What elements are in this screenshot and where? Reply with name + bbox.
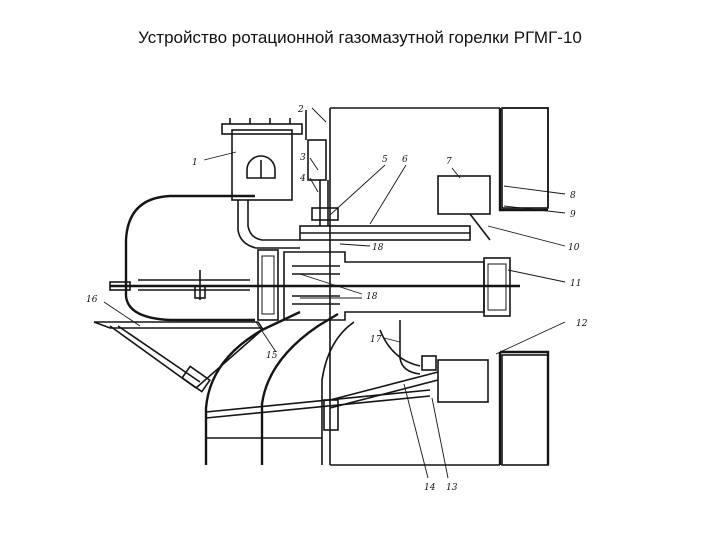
support-bracket bbox=[93, 321, 264, 393]
rotating-cup-assembly bbox=[109, 249, 520, 321]
callout-10: 10 bbox=[568, 243, 580, 253]
callout-4: 4 bbox=[299, 174, 306, 184]
callout-13: 13 bbox=[446, 483, 458, 493]
callout-12: 12 bbox=[576, 319, 588, 329]
callout-9: 9 bbox=[570, 210, 576, 220]
callout-14: 14 bbox=[424, 483, 436, 493]
gas-supply-pipe bbox=[237, 110, 491, 249]
front-plate bbox=[221, 118, 303, 201]
callout-15: 15 bbox=[266, 351, 278, 361]
callout-3: 3 bbox=[300, 153, 306, 163]
fan-casing bbox=[124, 194, 255, 322]
damper-box bbox=[323, 355, 489, 431]
callout-5: 5 bbox=[382, 155, 388, 165]
callout-18-upper: 18 bbox=[372, 243, 384, 253]
air-duct bbox=[204, 310, 431, 465]
callout-8: 8 bbox=[570, 191, 576, 201]
callout-6: 6 bbox=[402, 155, 408, 165]
callout-17: 17 bbox=[370, 335, 382, 345]
leader-lines bbox=[103, 107, 566, 479]
callout-1: 1 bbox=[192, 158, 198, 168]
callout-7: 7 bbox=[446, 157, 452, 167]
callout-18-lower: 18 bbox=[366, 292, 378, 302]
callout-11: 11 bbox=[570, 279, 581, 289]
callout-2: 2 bbox=[297, 105, 304, 115]
callout-labels: 1 2 3 4 5 6 7 8 9 10 11 12 13 14 15 16 1… bbox=[86, 105, 588, 493]
slide-title: Устройство ротационной газомазутной горе… bbox=[138, 28, 582, 47]
callout-16: 16 bbox=[86, 295, 98, 305]
